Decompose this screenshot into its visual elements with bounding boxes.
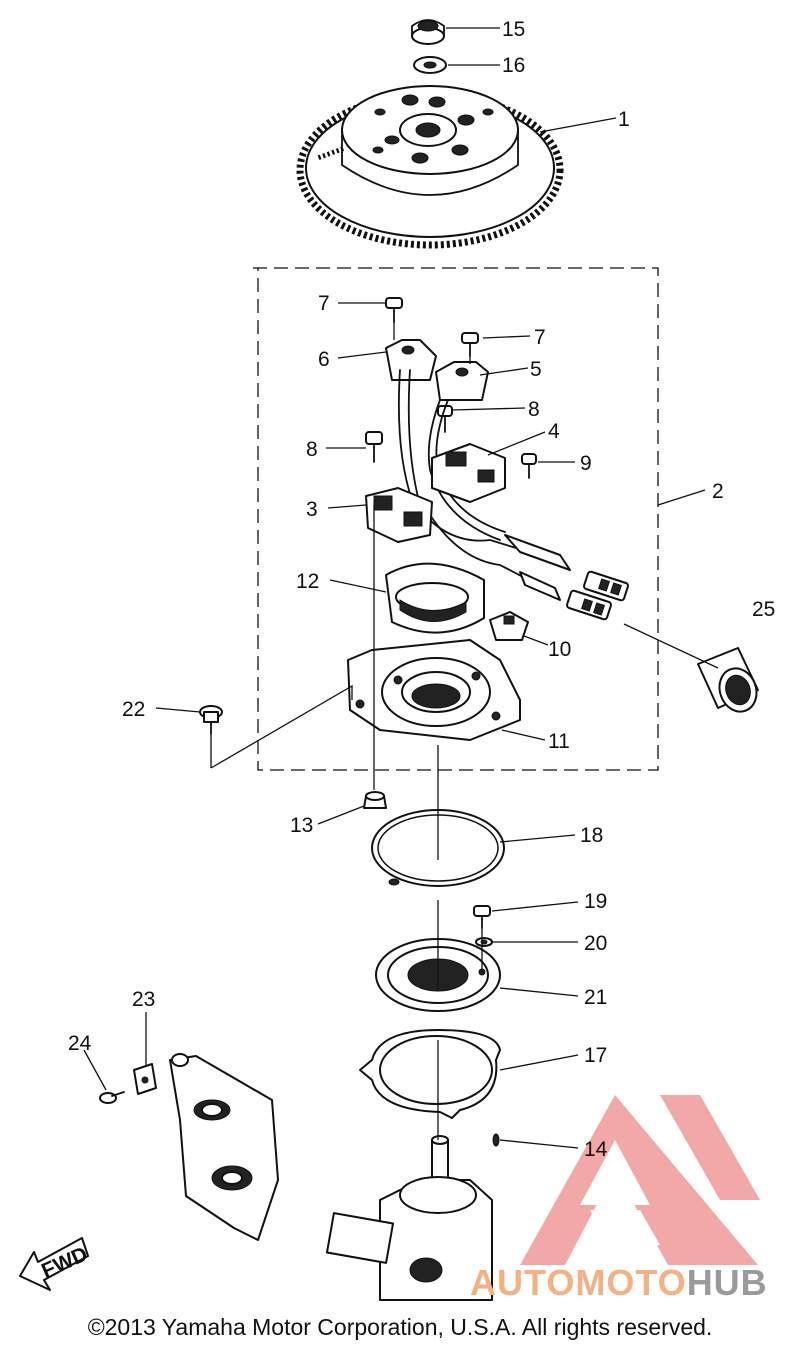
callout-4: 4 <box>548 420 560 443</box>
part-7-bolt-upper <box>385 297 403 323</box>
part-1-flywheel: ▮▮▮▮▮▮ <box>296 85 564 249</box>
part-13-grommet <box>363 791 387 809</box>
watermark-logo <box>520 1095 760 1265</box>
brand-part-moto: MOTO <box>575 1262 687 1303</box>
part-4-charge-coil <box>431 443 506 503</box>
part-6-clamp <box>385 339 437 381</box>
part-20-washer <box>475 937 493 947</box>
callout-7-right: 7 <box>534 326 546 349</box>
callout-8-left: 8 <box>306 438 318 461</box>
part-16-washer <box>413 56 447 74</box>
brand-part-auto: AUTO <box>470 1262 576 1303</box>
callout-13: 13 <box>290 814 313 837</box>
forward-arrow-indicator: FWD <box>19 1237 91 1291</box>
callout-7-upper: 7 <box>318 292 330 315</box>
callout-8-upper: 8 <box>528 398 540 421</box>
part-15-nut <box>411 19 445 45</box>
part-10-clip <box>489 611 529 641</box>
callout-25: 25 <box>752 598 775 621</box>
callout-15: 15 <box>502 18 525 41</box>
wire-connectors <box>504 534 629 621</box>
callout-10: 10 <box>548 638 571 661</box>
part-14-key <box>492 1133 500 1147</box>
callout-20: 20 <box>584 932 607 955</box>
part-17-gasket <box>359 1029 501 1119</box>
callout-23: 23 <box>132 988 155 1011</box>
part-7-bolt-right <box>461 332 479 357</box>
part-8-bolt-left <box>365 431 383 463</box>
part-3-pulser-coil <box>365 487 433 543</box>
part-22-screw <box>199 705 223 735</box>
callout-6: 6 <box>318 348 330 371</box>
callout-19: 19 <box>584 890 607 913</box>
callout-24: 24 <box>68 1032 92 1055</box>
callout-9: 9 <box>580 452 592 475</box>
part-23-bracket <box>133 1063 157 1095</box>
part-19-screw <box>473 905 491 929</box>
leader-lines <box>83 27 719 1149</box>
callout-3: 3 <box>306 498 318 521</box>
callout-14: 14 <box>584 1138 608 1161</box>
callout-5: 5 <box>530 358 542 381</box>
callout-22: 22 <box>122 698 145 721</box>
crankcase-block <box>325 1135 493 1301</box>
callout-18: 18 <box>580 824 603 847</box>
assembly-2-boundary <box>253 267 659 771</box>
callout-12: 12 <box>296 570 319 593</box>
callout-1: 1 <box>618 108 630 131</box>
part-5-clamp <box>435 361 489 401</box>
callout-2: 2 <box>712 480 724 503</box>
lower-bracket-housing <box>169 1053 279 1241</box>
part-11-stator-base <box>347 639 521 741</box>
part-12-coil-cover <box>385 562 485 634</box>
part-9-screw <box>521 453 537 479</box>
part-25-cap <box>697 647 759 713</box>
part-24-bolt <box>99 1091 125 1104</box>
callout-16: 16 <box>502 54 525 77</box>
brand-part-hub: HUB <box>686 1262 768 1303</box>
callout-17: 17 <box>584 1044 607 1067</box>
assembly-axis-lines <box>210 322 483 1140</box>
callout-numbers: 15 16 1 7 7 6 5 8 4 8 9 2 3 12 25 10 22 … <box>68 18 775 1161</box>
callout-11: 11 <box>548 730 570 753</box>
copyright-notice: ©2013 Yamaha Motor Corporation, U.S.A. A… <box>87 1314 713 1340</box>
watermark-brand-text: AUTOMOTOHUB <box>470 1262 768 1304</box>
callout-21: 21 <box>584 986 607 1009</box>
